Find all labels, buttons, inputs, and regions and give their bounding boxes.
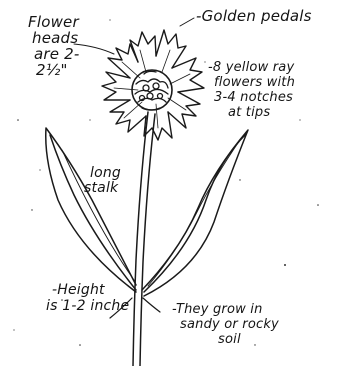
petal-veins: [114, 50, 190, 128]
label-ray-flowers: -8 yellow ray flowers with 3-4 notches a…: [194, 60, 295, 120]
label-golden-petals: -Golden pedals: [196, 10, 312, 23]
right-leaf: [142, 130, 248, 296]
ray-flowers-line-3: 3-4 notches: [214, 90, 295, 105]
ray-flowers-line-4: at tips: [228, 105, 295, 120]
long-stalk-line-2: stalk: [84, 181, 121, 196]
flower-heads-line-2: heads: [32, 30, 80, 46]
habitat-line-3: soil: [218, 332, 279, 347]
habitat-line-2: sandy or rocky: [180, 317, 279, 332]
flower-stem: [133, 112, 155, 366]
flower-heads-line-1: Flower: [28, 14, 80, 30]
left-leaf: [46, 128, 136, 292]
height-line-1: -Height: [52, 282, 129, 298]
golden-petals-text: -Golden pedals: [196, 10, 312, 23]
long-stalk-line-1: long: [90, 166, 121, 181]
label-flower-heads: Flower heads are 2- 2½": [28, 14, 80, 78]
flower-heads-line-4: 2½": [36, 62, 80, 78]
label-habitat: -They grow in sandy or rocky soil: [172, 302, 279, 347]
flower-heads-line-3: are 2-: [34, 46, 80, 62]
ray-flowers-line-1: -8 yellow ray: [208, 60, 295, 75]
ray-flowers-line-2: flowers with: [214, 75, 295, 90]
height-line-2: is 1-2 inche: [46, 298, 129, 314]
label-long-stalk: long stalk: [84, 166, 121, 196]
label-height: -Height is 1-2 inche: [46, 282, 129, 314]
habitat-line-1: -They grow in: [172, 302, 279, 317]
